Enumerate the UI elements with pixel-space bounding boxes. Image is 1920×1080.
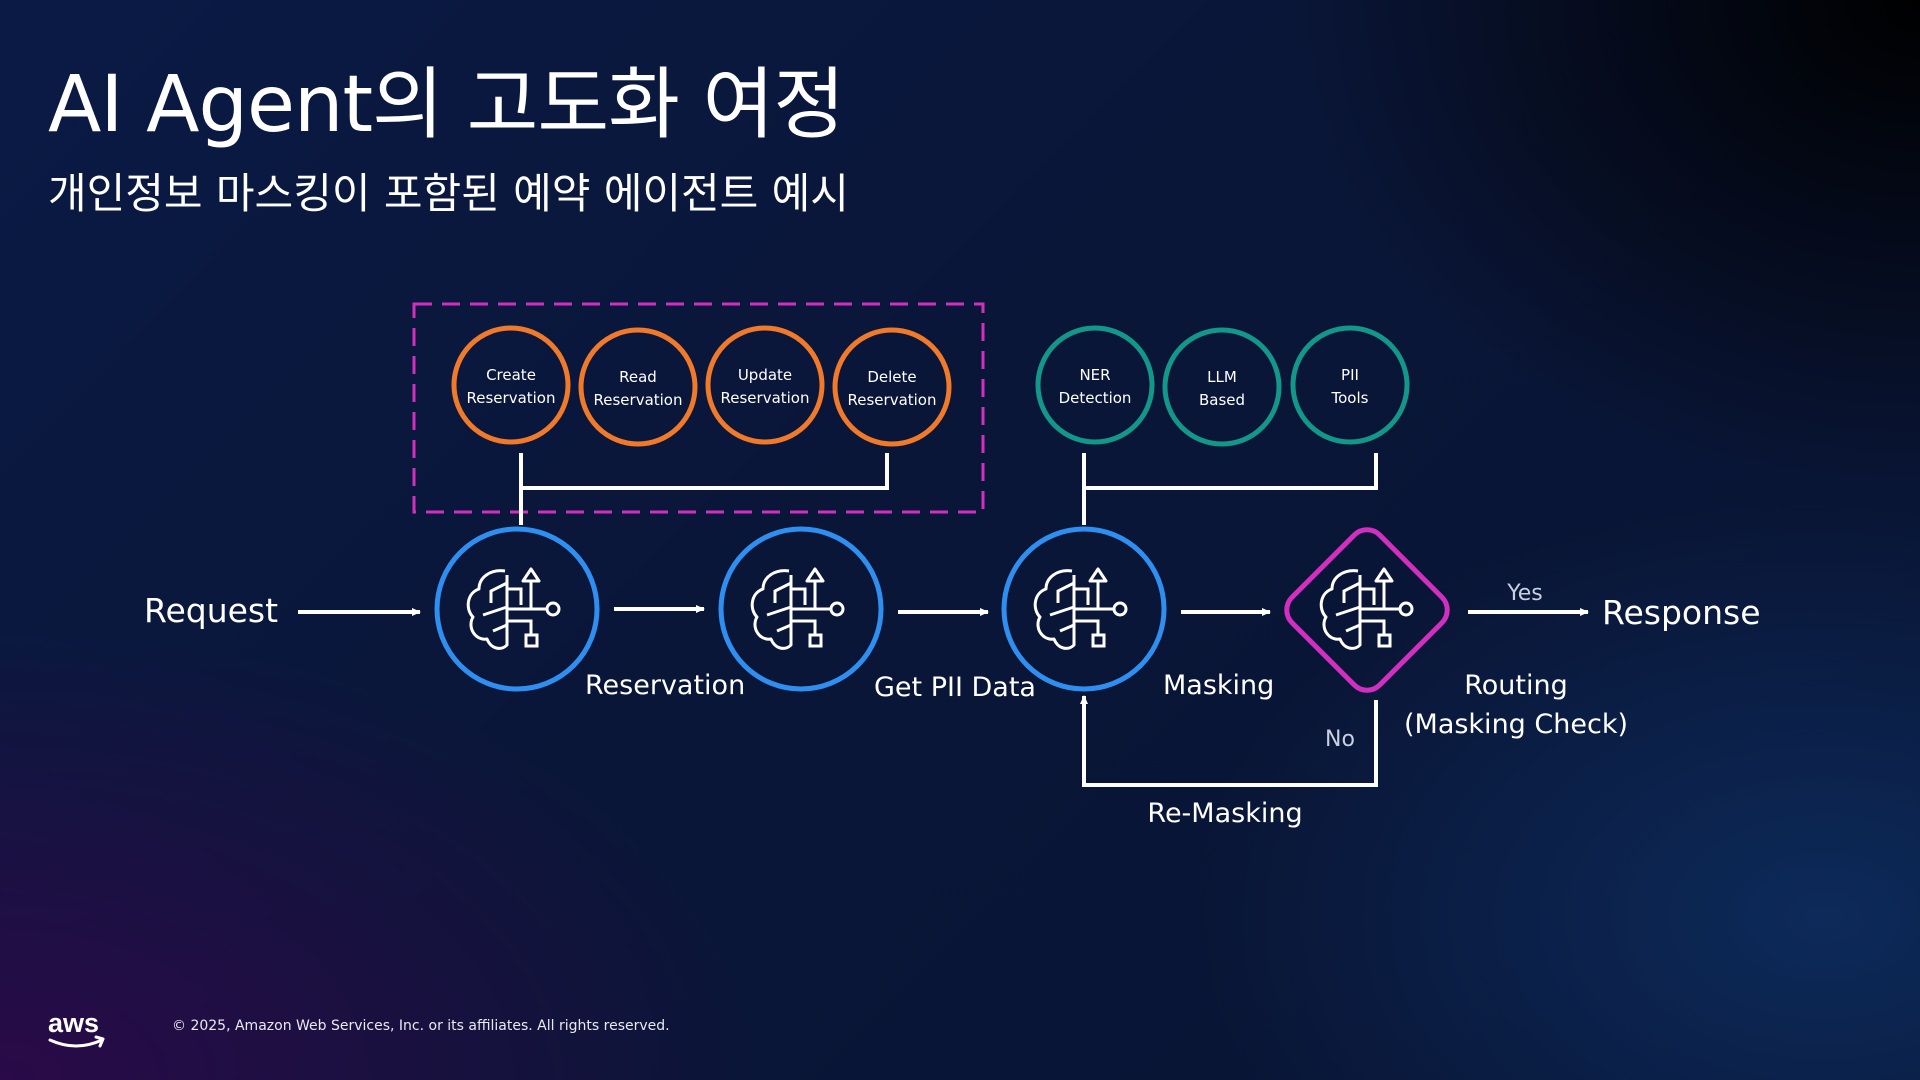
arrow-remasking-loop: [1080, 695, 1378, 787]
tool-delete-line2: Reservation: [848, 391, 937, 409]
reservation-tools-connector: [519, 453, 889, 525]
aws-logo: aws: [48, 1008, 105, 1048]
yes-label: Yes: [1506, 581, 1543, 606]
tool-ner-line2: Detection: [1059, 389, 1132, 407]
masking-label: Masking: [1163, 670, 1274, 701]
aws-logo-text: aws: [48, 1008, 99, 1038]
page-subtitle: 개인정보 마스킹이 포함된 예약 에이전트 예시: [48, 169, 849, 218]
response-label: Response: [1602, 593, 1761, 632]
no-label: No: [1325, 727, 1355, 752]
tool-create-reservation: Create Reservation: [451, 325, 571, 445]
tool-ner-detection: NER Detection: [1035, 325, 1155, 445]
request-label: Request: [144, 591, 278, 630]
router-node: [1284, 527, 1450, 693]
tool-delete-line1: Delete: [867, 368, 916, 386]
brain-circuit-icon: [750, 567, 845, 650]
tool-read-reservation: Read Reservation: [578, 327, 698, 447]
agent-masking-node: [1001, 526, 1167, 692]
remasking-label: Re-Masking: [1147, 798, 1302, 829]
tool-llm-line1: LLM: [1207, 368, 1237, 386]
pii-tools-connector: [1082, 453, 1378, 525]
agent-reservation-node: [434, 526, 600, 692]
tool-pii-line2: Tools: [1331, 389, 1369, 407]
brain-circuit-icon: [1033, 567, 1128, 650]
routing-label-line2: (Masking Check): [1404, 709, 1628, 740]
tool-create-line1: Create: [486, 366, 536, 384]
routing-label-line1: Routing: [1464, 670, 1568, 701]
tool-pii-tools: PII Tools: [1290, 325, 1410, 445]
tool-read-line1: Read: [619, 368, 657, 386]
page-title: AI Agent의 고도화 여정: [48, 60, 845, 150]
reservation-label: Reservation: [585, 670, 745, 701]
tool-delete-reservation: Delete Reservation: [832, 327, 952, 447]
copyright-notice: © 2025, Amazon Web Services, Inc. or its…: [172, 1018, 670, 1034]
agent-pii-node: [718, 526, 884, 692]
get-pii-label: Get PII Data: [874, 672, 1036, 703]
tool-update-reservation: Update Reservation: [705, 325, 825, 445]
tool-read-line2: Reservation: [594, 391, 683, 409]
tool-ner-line1: NER: [1079, 366, 1110, 384]
brain-circuit-icon: [1319, 567, 1414, 650]
tool-update-line2: Reservation: [721, 389, 810, 407]
tool-llm-based: LLM Based: [1162, 327, 1282, 447]
tool-llm-line2: Based: [1199, 391, 1245, 409]
brain-circuit-icon: [466, 567, 561, 650]
tool-update-line1: Update: [738, 366, 792, 384]
reservation-tools-group: [412, 302, 985, 514]
tool-pii-line1: PII: [1341, 366, 1359, 384]
tool-create-line2: Reservation: [467, 389, 556, 407]
